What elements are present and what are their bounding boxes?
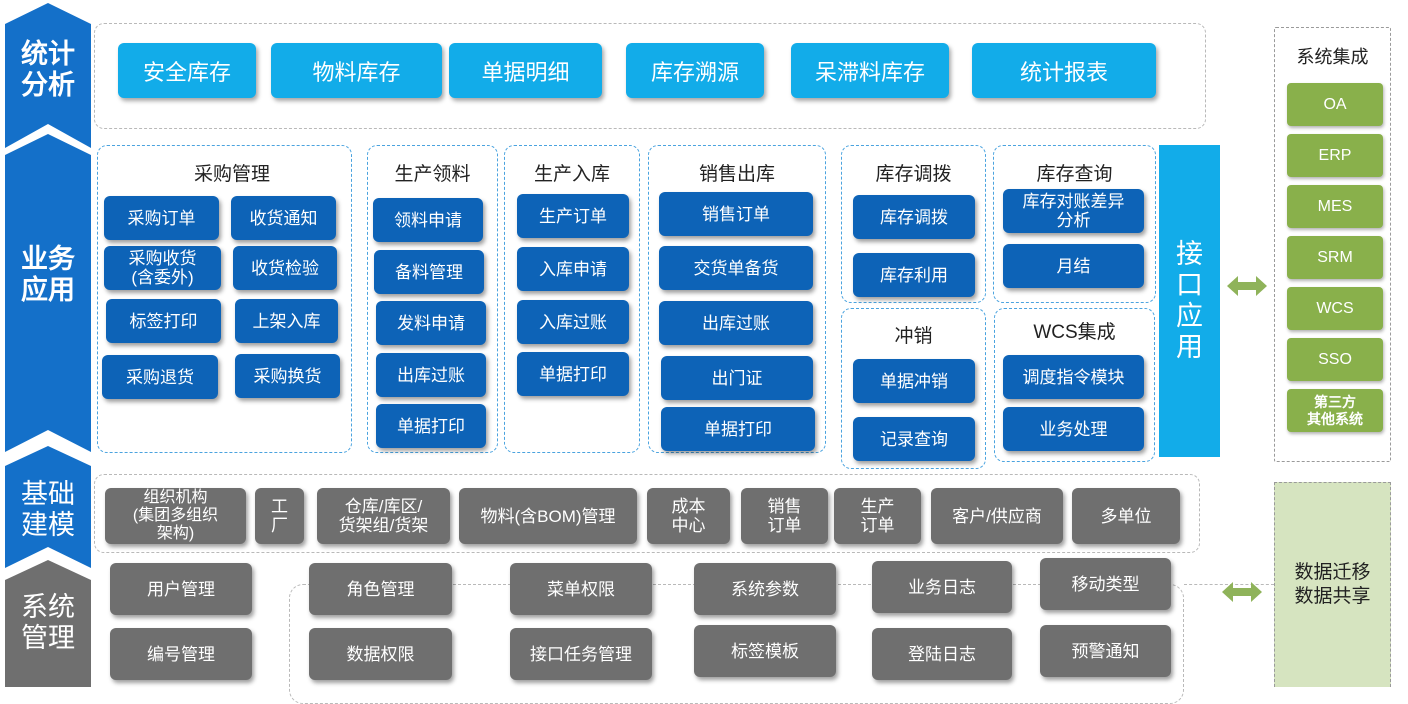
purchase-item[interactable]: 采购收货 (含委外) <box>104 246 221 290</box>
sales-out-item[interactable]: 销售订单 <box>659 192 813 236</box>
integration-item-srm[interactable]: SRM <box>1287 236 1383 279</box>
system-item[interactable]: 数据权限 <box>309 628 452 680</box>
layer-arrow-base <box>5 446 91 568</box>
group-title-sales-out: 销售出库 <box>698 163 775 185</box>
layer-label-system: 系统 管理 <box>21 592 75 653</box>
group-title-inquiry: 库存查询 <box>1036 163 1113 185</box>
layer-arrow-analysis <box>5 3 91 148</box>
production-pick-item[interactable]: 领料申请 <box>373 198 483 242</box>
inquiry-item[interactable]: 库存对账差异 分析 <box>1003 189 1144 233</box>
base-item[interactable]: 生产 订单 <box>834 488 921 544</box>
system-item[interactable]: 登陆日志 <box>872 628 1012 680</box>
sales-out-item[interactable]: 出库过账 <box>659 301 813 345</box>
system-item[interactable]: 移动类型 <box>1040 558 1171 610</box>
group-purchase <box>97 145 352 453</box>
interface-app-bar: 接 口 应 用 <box>1159 145 1220 457</box>
system-item[interactable]: 接口任务管理 <box>510 628 652 680</box>
transfer-item[interactable]: 库存调拨 <box>853 195 975 239</box>
purchase-item[interactable]: 上架入库 <box>235 299 338 343</box>
purchase-item[interactable]: 收货检验 <box>233 246 337 290</box>
group-inquiry <box>993 145 1156 303</box>
layer-label-analysis: 统计 分析 <box>21 39 75 100</box>
base-item[interactable]: 成本 中心 <box>647 488 730 544</box>
production-in-item[interactable]: 入库过账 <box>517 300 629 344</box>
group-writeoff <box>841 308 986 469</box>
base-item[interactable]: 多单位 <box>1072 488 1180 544</box>
writeoff-item[interactable]: 记录查询 <box>853 417 975 461</box>
transfer-item[interactable]: 库存利用 <box>853 253 975 297</box>
analysis-item[interactable]: 呆滞料库存 <box>791 43 949 98</box>
integration-item-erp[interactable]: ERP <box>1287 134 1383 177</box>
purchase-item[interactable]: 标签打印 <box>106 299 221 343</box>
group-title-production-in: 生产入库 <box>533 163 610 185</box>
group-title-production-pick: 生产领料 <box>394 163 471 185</box>
production-in-item[interactable]: 单据打印 <box>517 352 629 396</box>
integration-container <box>1274 27 1391 462</box>
system-item[interactable]: 系统参数 <box>694 563 836 615</box>
group-title-transfer: 库存调拨 <box>875 163 952 185</box>
system-item[interactable]: 业务日志 <box>872 561 1012 613</box>
purchase-item[interactable]: 采购订单 <box>104 196 219 240</box>
group-wcs <box>994 308 1155 462</box>
base-container <box>94 474 1200 553</box>
sales-out-item[interactable]: 单据打印 <box>661 407 815 451</box>
integration-item-wcs[interactable]: WCS <box>1287 287 1383 330</box>
connector-line-to-migration <box>1184 584 1274 585</box>
migration-box: 数据迁移 数据共享 <box>1274 482 1391 687</box>
integration-item-sso[interactable]: SSO <box>1287 338 1383 381</box>
wcs-item[interactable]: 调度指令模块 <box>1003 355 1144 399</box>
base-item[interactable]: 组织机构 (集团多组织 架构) <box>105 488 246 544</box>
base-item[interactable]: 物料(含BOM)管理 <box>459 488 637 544</box>
system-item[interactable]: 角色管理 <box>309 563 452 615</box>
base-item[interactable]: 工 厂 <box>255 488 304 544</box>
production-in-item[interactable]: 入库申请 <box>517 247 629 291</box>
integration-item-oa[interactable]: OA <box>1287 83 1383 126</box>
system-item[interactable]: 预警通知 <box>1040 625 1171 677</box>
double-arrow-icon <box>1222 582 1262 602</box>
system-item[interactable]: 用户管理 <box>110 563 252 615</box>
production-pick-item[interactable]: 发料申请 <box>376 301 486 345</box>
writeoff-item[interactable]: 单据冲销 <box>853 359 975 403</box>
layer-label-base: 基础 建模 <box>21 479 75 540</box>
analysis-item[interactable]: 统计报表 <box>972 43 1156 98</box>
system-item[interactable]: 标签模板 <box>694 625 836 677</box>
group-title-wcs: WCS集成 <box>1033 321 1116 343</box>
system-item[interactable]: 编号管理 <box>110 628 252 680</box>
production-pick-item[interactable]: 出库过账 <box>376 353 486 397</box>
analysis-item[interactable]: 物料库存 <box>271 43 442 98</box>
base-item[interactable]: 仓库/库区/ 货架组/货架 <box>317 488 450 544</box>
sales-out-item[interactable]: 出门证 <box>661 356 813 400</box>
base-item[interactable]: 销售 订单 <box>741 488 828 544</box>
analysis-item[interactable]: 库存溯源 <box>626 43 764 98</box>
group-sales-out <box>648 145 826 453</box>
production-pick-item[interactable]: 备料管理 <box>374 250 484 294</box>
purchase-item[interactable]: 采购换货 <box>235 354 340 398</box>
integration-title: 系统集成 <box>1296 47 1369 67</box>
group-transfer <box>841 145 986 303</box>
layer-arrows <box>5 3 91 687</box>
analysis-item[interactable]: 安全库存 <box>118 43 256 98</box>
production-in-item[interactable]: 生产订单 <box>517 194 629 238</box>
integration-item-third-party[interactable]: 第三方 其他系统 <box>1287 389 1383 432</box>
group-production-in <box>504 145 640 453</box>
purchase-item[interactable]: 收货通知 <box>231 196 336 240</box>
group-production-pick <box>367 145 498 453</box>
purchase-item[interactable]: 采购退货 <box>102 355 218 399</box>
inquiry-item[interactable]: 月结 <box>1003 244 1144 288</box>
analysis-container <box>94 23 1206 129</box>
layer-arrow-system <box>5 560 91 687</box>
base-item[interactable]: 客户/供应商 <box>931 488 1063 544</box>
production-pick-item[interactable]: 单据打印 <box>376 404 486 448</box>
wcs-item[interactable]: 业务处理 <box>1003 407 1144 451</box>
layer-label-business: 业务 应用 <box>21 244 75 305</box>
group-title-writeoff: 冲销 <box>894 325 933 347</box>
sales-out-item[interactable]: 交货单备货 <box>659 246 813 290</box>
double-arrow-icon <box>1227 276 1267 296</box>
group-title-purchase: 采购管理 <box>193 163 270 185</box>
analysis-item[interactable]: 单据明细 <box>449 43 602 98</box>
integration-item-mes[interactable]: MES <box>1287 185 1383 228</box>
layer-arrow-business <box>5 134 91 452</box>
system-item[interactable]: 菜单权限 <box>510 563 652 615</box>
